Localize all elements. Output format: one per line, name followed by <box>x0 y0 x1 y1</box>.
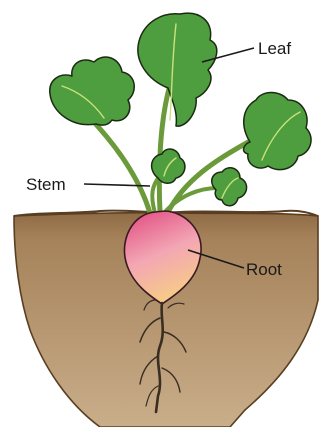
leaf-top <box>138 13 217 126</box>
stem-label: Stem <box>26 176 66 193</box>
leaf-right <box>244 93 312 170</box>
root-label: Root <box>246 261 282 278</box>
leaf-small-right <box>212 168 247 206</box>
leaf-label: Leaf <box>258 40 291 57</box>
leaf-left <box>50 57 134 125</box>
